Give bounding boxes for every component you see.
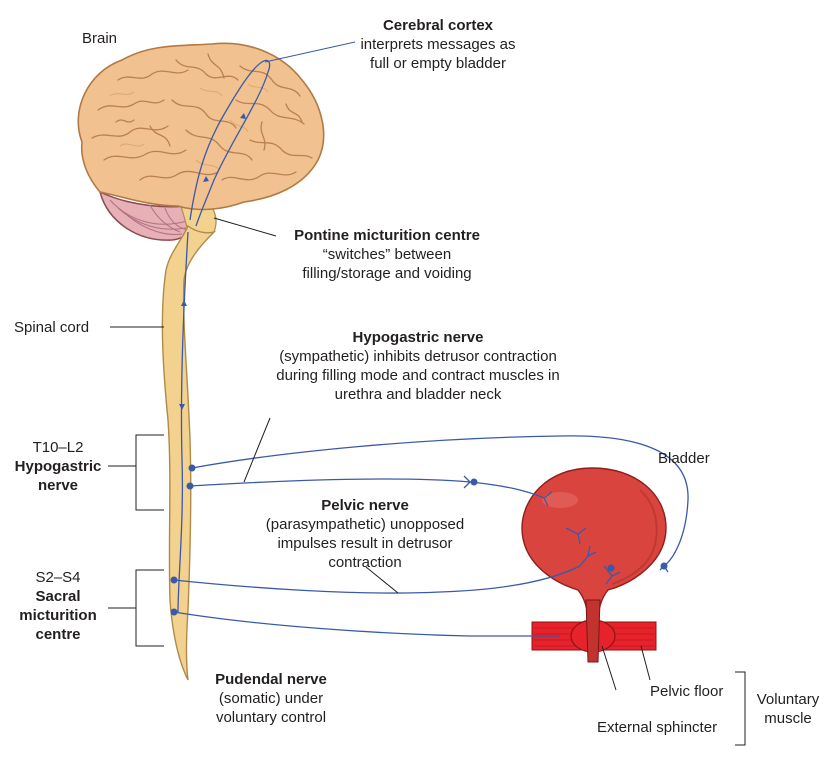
cerebral-cortex-callout: Cerebral cortex interprets messages as f… [352,16,524,73]
spinal-cord-label: Spinal cord [14,319,90,336]
urethra [585,599,601,663]
pelvic-nerve [173,565,581,594]
t10-l2-name-2: nerve [37,477,79,494]
bladder-body [521,467,667,623]
t10-l2-range: T10–L2 [32,439,84,456]
t10-l2-name-1: Hypogastric [14,458,102,475]
s2-s4-name-2: micturition [19,607,97,624]
spinal-nerve-tract [177,231,189,613]
pontine-line-1: “switches” between [322,246,452,263]
pelvic-line-1: (parasympathetic) unopposed [265,516,465,533]
hypogastric-line-2: during filling mode and contract muscles… [276,367,560,384]
hypogastric-line-3: urethra and bladder neck [334,386,502,403]
s2-s4-name-3: centre [35,626,81,643]
s2-s4-label: S2–S4 Sacral micturition centre [8,568,108,644]
s2-s4-name-1: Sacral [35,588,81,605]
pelvic-callout: Pelvic nerve (parasympathetic) unopposed… [256,496,474,572]
bladder-label: Bladder [658,450,710,467]
s2-s4-range: S2–S4 [35,569,81,586]
pelvic-line-3: contraction [328,554,402,571]
bladder-illustration [521,467,667,663]
pudendal-title: Pudendal nerve [215,671,327,688]
brain-label: Brain [82,30,118,47]
leader-lines [108,217,746,746]
pelvic-line-2: impulses result in detrusor [277,535,453,552]
nerve-dots [170,464,668,616]
pudendal-line-1: (somatic) under [218,690,324,707]
pontine-line-2: filling/storage and voiding [302,265,472,282]
pelvic-title: Pelvic nerve [321,497,409,514]
hypogastric-callout: Hypogastric nerve (sympathetic) inhibits… [266,328,570,404]
cerebral-cortex-pointer [264,41,356,63]
spinal-cord [161,224,217,681]
voluntary-muscle-label: Voluntary muscle [752,690,824,728]
pudendal-line-2: voluntary control [215,709,327,726]
pontine-callout: Pontine micturition centre “switches” be… [270,226,504,283]
brain-illustration [77,42,325,241]
cerebral-cortex-title: Cerebral cortex [382,17,494,34]
t10-l2-label: T10–L2 Hypogastric nerve [8,438,108,495]
pudendal-nerve [173,611,560,637]
hypogastric-title: Hypogastric nerve [352,329,484,346]
cerebral-cortex-line-1: interprets messages as [360,36,516,53]
cerebrum [77,42,325,211]
voluntary-muscle-line-2: muscle [764,710,812,727]
pontine-title: Pontine micturition centre [294,227,480,244]
hypogastric-nerve-to-sphincter [191,435,689,567]
hypogastric-nerve-to-bladder [189,478,545,499]
voluntary-muscle-line-1: Voluntary [756,691,820,708]
hypogastric-line-1: (sympathetic) inhibits detrusor contract… [279,348,557,365]
external-sphincter-label: External sphincter [597,719,718,736]
cortex-loop-nerve [189,59,271,227]
pudendal-callout: Pudendal nerve (somatic) under voluntary… [196,670,346,727]
pelvic-floor-label: Pelvic floor [650,683,724,700]
cerebral-cortex-line-2: full or empty bladder [370,55,506,72]
nerve-pathways [173,41,689,637]
nerve-terminals [463,475,669,585]
